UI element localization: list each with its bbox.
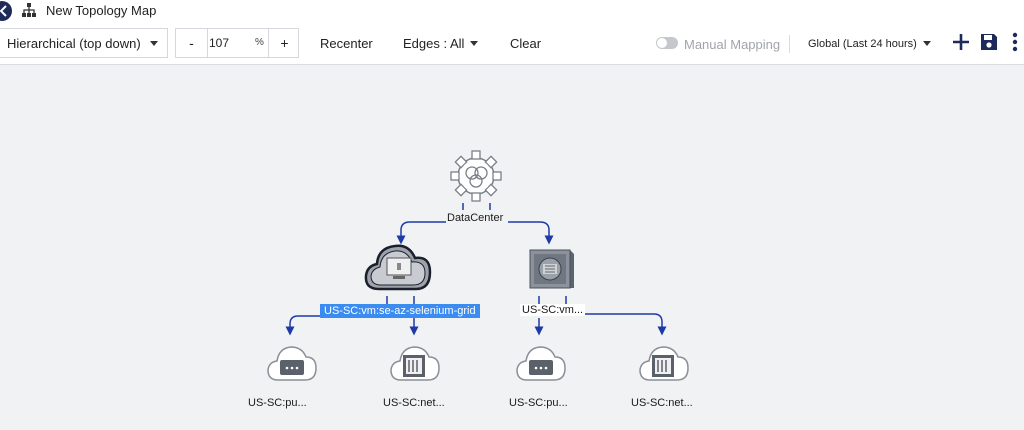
add-icon[interactable] [951, 32, 971, 52]
back-button[interactable] [0, 1, 12, 21]
node-label-leaf3[interactable]: US-SC:pu... [509, 397, 568, 409]
node-label-datacenter[interactable]: DataCenter [447, 212, 504, 224]
layout-select-value: Hierarchical (top down) [7, 36, 141, 51]
node-label-leaf2[interactable]: US-SC:net... [383, 397, 445, 409]
node-label-leaf4[interactable]: US-SC:net... [631, 397, 693, 409]
topology-edges [267, 150, 689, 381]
chevron-down-icon [150, 41, 158, 46]
cloud-public-ip-icon[interactable] [267, 346, 317, 381]
edge-vm-grid-leaf1 [285, 315, 320, 336]
chevron-down-icon [470, 41, 478, 46]
cloud-network-icon[interactable] [390, 346, 440, 381]
manual-mapping-label: Manual Mapping [684, 37, 781, 52]
chevron-down-icon [923, 41, 931, 46]
edge-stub [386, 296, 415, 304]
zoom-input[interactable]: 107 [209, 36, 230, 50]
zoom-out-button[interactable]: - [176, 29, 208, 57]
toolbar: Hierarchical (top down) - 107 % + Recent… [0, 22, 1024, 65]
time-range-dropdown[interactable]: Global (Last 24 hours) [808, 38, 917, 50]
topology-icon [22, 3, 36, 17]
node-label-vm-grid[interactable]: US-SC:vm:se-az-selenium-grid [320, 304, 480, 318]
cloud-network-icon[interactable] [639, 346, 689, 381]
layout-select[interactable]: Hierarchical (top down) [0, 28, 168, 58]
zoom-control: - 107 % + [175, 28, 299, 58]
clear-button[interactable]: Clear [510, 36, 542, 51]
title-bar: New Topology Map [0, 0, 1024, 22]
cloud-vm-icon[interactable] [364, 244, 432, 291]
toolbar-divider [789, 35, 790, 53]
manual-mapping-toggle[interactable] [656, 37, 678, 49]
edge-stub [538, 296, 567, 304]
recenter-button[interactable]: Recenter [320, 36, 373, 51]
more-vertical-icon[interactable] [1012, 32, 1018, 52]
edges-dropdown[interactable]: Edges : All [403, 36, 464, 51]
cloud-public-ip-icon[interactable] [516, 346, 566, 381]
edge-root-vm2 [508, 221, 554, 245]
edge-root-vm-grid [396, 221, 446, 245]
zoom-in-button[interactable]: + [268, 29, 300, 57]
chevron-left-icon [0, 5, 7, 17]
node-label-leaf1[interactable]: US-SC:pu... [248, 397, 307, 409]
edges-dropdown-label: Edges : All [403, 36, 465, 51]
datacenter-gear-icon[interactable] [450, 150, 502, 202]
save-icon[interactable] [980, 33, 998, 51]
node-label-vm2[interactable]: US-SC:vm... [520, 304, 586, 316]
page-title: New Topology Map [46, 3, 157, 18]
server-vault-icon[interactable] [529, 249, 574, 289]
topology-canvas[interactable]: DataCenter US-SC:vm:se-az-selenium-grid … [0, 65, 1024, 430]
edge-vm2-leaf4 [584, 313, 667, 336]
edge-stub [462, 203, 491, 210]
zoom-unit: % [255, 37, 264, 48]
